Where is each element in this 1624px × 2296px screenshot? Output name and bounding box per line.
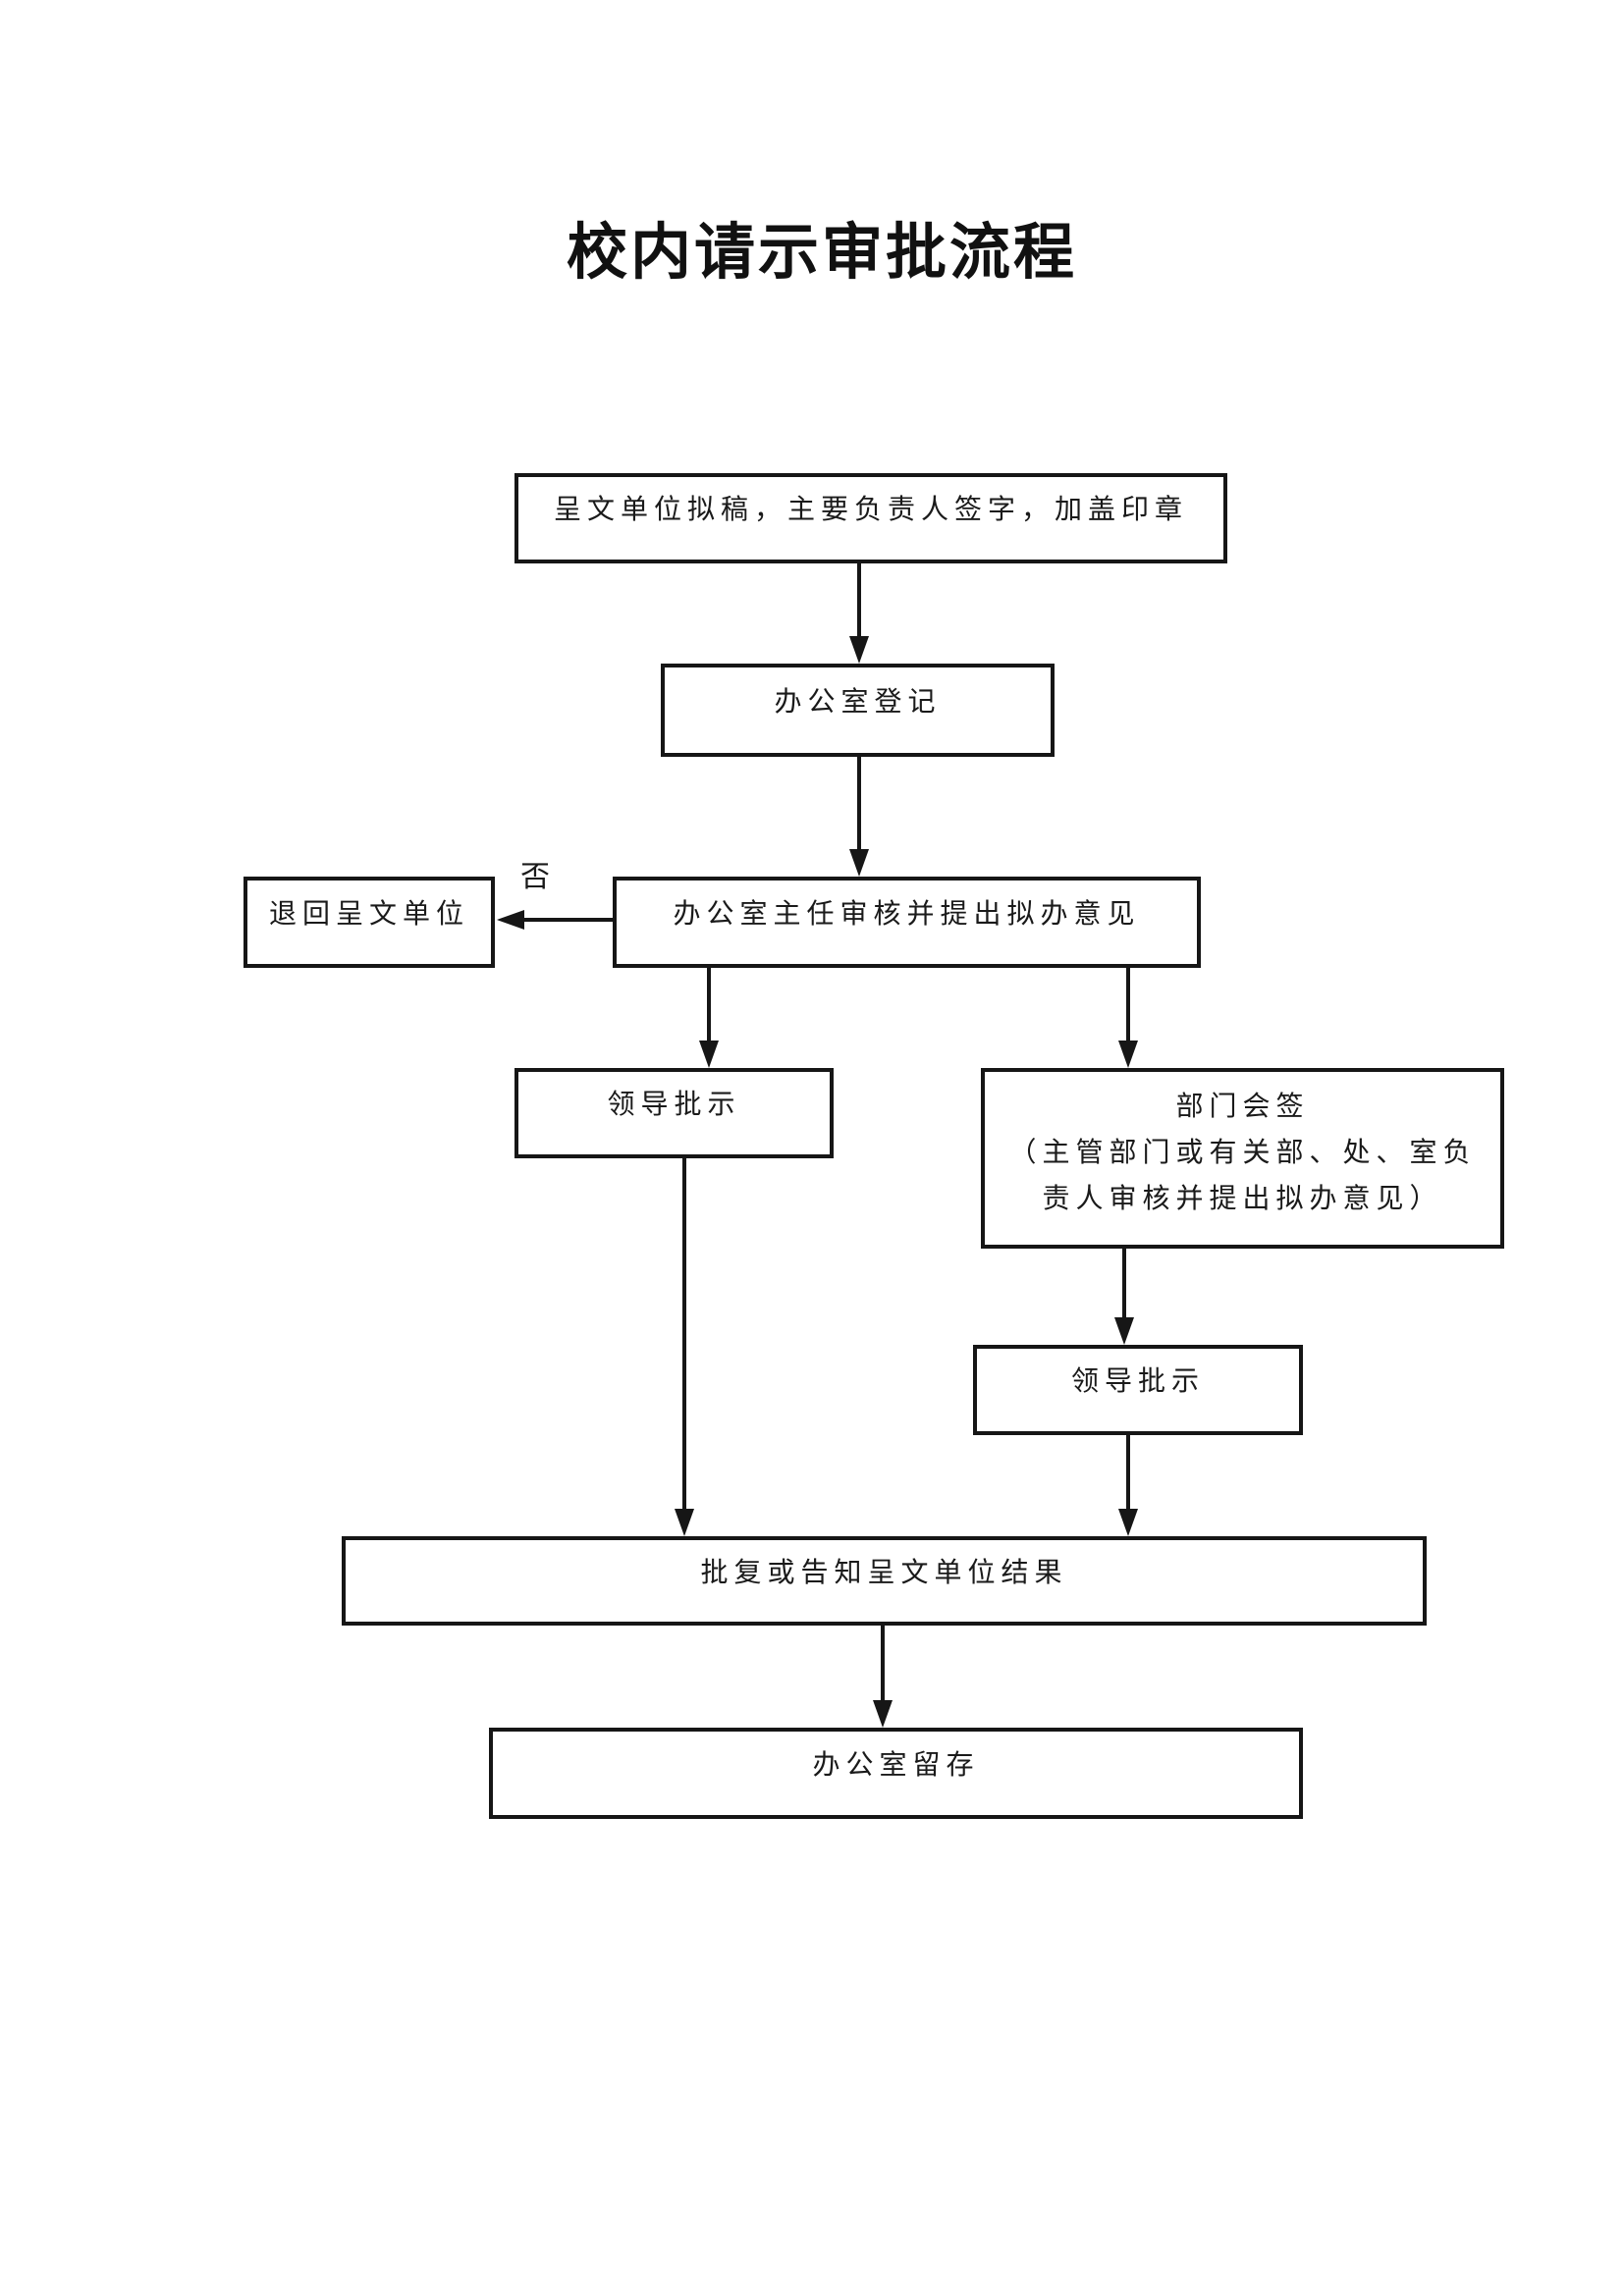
connector-draft-to-register-arrowhead-icon xyxy=(849,636,869,664)
node-office-retain-label: 办公室留存 xyxy=(812,1749,980,1781)
connector-review-to-leader-left-line xyxy=(707,968,711,1044)
node-leader-instruction-left-label: 领导批示 xyxy=(607,1090,741,1120)
connector-dept-to-leader-right-line xyxy=(1122,1249,1126,1319)
connector-register-to-review-line xyxy=(857,757,861,851)
connector-reply-to-retain-arrowhead-icon xyxy=(873,1700,893,1728)
node-leader-instruction-left: 领导批示 xyxy=(514,1068,834,1158)
node-director-review-label: 办公室主任审核并提出拟办意见 xyxy=(673,898,1141,930)
connector-review-to-dept-line xyxy=(1126,968,1130,1044)
node-office-register: 办公室登记 xyxy=(661,664,1055,757)
connector-review-to-return-arrowhead-icon xyxy=(497,910,524,930)
edge-label-no: 否 xyxy=(520,861,550,893)
connector-review-to-dept-arrowhead-icon xyxy=(1118,1041,1138,1068)
connector-dept-to-leader-right-arrowhead-icon xyxy=(1114,1317,1134,1345)
node-dept-countersign: 部门会签 （主管部门或有关部、处、室负 责人审核并提出拟办意见） xyxy=(981,1068,1504,1249)
connector-review-to-leader-left-arrowhead-icon xyxy=(699,1041,719,1068)
connector-leader-right-to-reply-arrowhead-icon xyxy=(1118,1509,1138,1536)
node-dept-countersign-line2: （主管部门或有关部、处、室负 xyxy=(1008,1138,1477,1168)
connector-register-to-review-arrowhead-icon xyxy=(849,849,869,877)
node-reply-notify: 批复或告知呈文单位结果 xyxy=(342,1536,1427,1626)
node-dept-countersign-line1: 部门会签 xyxy=(1175,1092,1310,1122)
node-dept-countersign-line3: 责人审核并提出拟办意见） xyxy=(1042,1184,1443,1214)
connector-draft-to-register-line xyxy=(857,563,861,640)
connector-leader-right-to-reply-line xyxy=(1126,1435,1130,1511)
node-reply-notify-label: 批复或告知呈文单位结果 xyxy=(700,1557,1068,1588)
node-office-register-label: 办公室登记 xyxy=(774,686,942,718)
node-return-unit: 退回呈文单位 xyxy=(244,877,495,968)
connector-leader-left-to-reply-arrowhead-icon xyxy=(675,1509,694,1536)
node-office-retain: 办公室留存 xyxy=(489,1728,1303,1819)
node-return-unit-label: 退回呈文单位 xyxy=(268,898,469,930)
node-draft-unit-label: 呈文单位拟稿，主要负责人签字，加盖印章 xyxy=(553,495,1188,525)
connector-reply-to-retain-line xyxy=(881,1626,885,1702)
connector-leader-left-to-reply-line xyxy=(682,1158,686,1511)
connector-review-to-return-line xyxy=(520,918,613,922)
node-director-review: 办公室主任审核并提出拟办意见 xyxy=(613,877,1201,968)
node-leader-instruction-right: 领导批示 xyxy=(973,1345,1303,1435)
page-title: 校内请示审批流程 xyxy=(566,220,1077,287)
node-leader-instruction-right-label: 领导批示 xyxy=(1070,1366,1205,1397)
node-draft-unit: 呈文单位拟稿，主要负责人签字，加盖印章 xyxy=(514,473,1227,563)
